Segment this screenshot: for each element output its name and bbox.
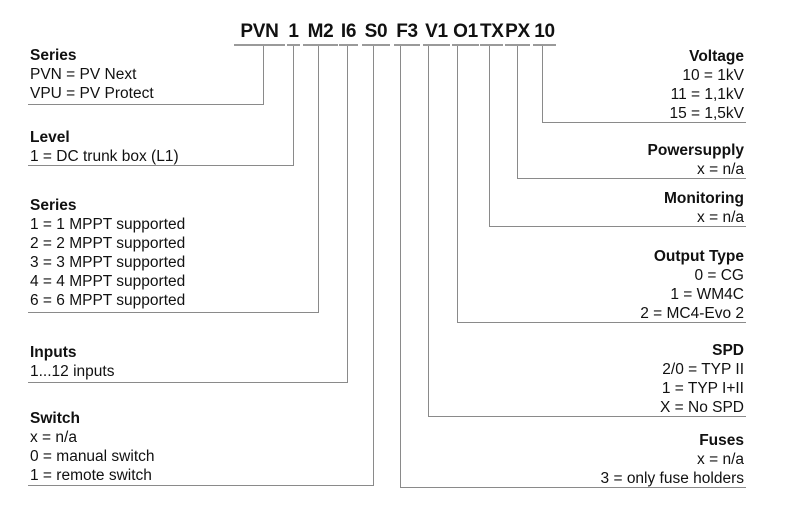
connector-level-line <box>293 46 294 166</box>
section-powersupply: Powersupply x = n/a <box>517 141 746 179</box>
connector-monitoring-line <box>489 46 490 227</box>
code-segment-mppt: M2 <box>303 20 338 46</box>
section-line: PVN = PV Next <box>30 66 137 83</box>
section-series-mppt-header: Series <box>30 197 77 214</box>
section-output-type: Output Type 0 = CG 1 = WM4C 2 = MC4-Evo … <box>457 247 746 323</box>
code-segment-output-type: O1 <box>452 20 479 46</box>
section-line: 1...12 inputs <box>30 363 115 380</box>
section-line: x = n/a <box>697 161 744 178</box>
section-switch: Switch x = n/a 0 = manual switch 1 = rem… <box>28 409 373 486</box>
section-fuses-header: Fuses <box>699 432 744 449</box>
section-line: 1 = remote switch <box>30 467 152 484</box>
code-segment-inputs: I6 <box>339 20 358 46</box>
code-segment-monitoring: TX <box>480 20 504 46</box>
section-line: 6 = 6 MPPT supported <box>30 292 186 309</box>
section-line: 1 = 1 MPPT supported <box>30 216 186 233</box>
section-level-header: Level <box>30 129 70 146</box>
connector-output-type-line <box>457 46 458 323</box>
section-line: 2/0 = TYP II <box>662 361 744 378</box>
section-inputs: Inputs 1...12 inputs <box>28 343 347 383</box>
connector-fuses-line <box>400 46 401 488</box>
section-line: 1 = WM4C <box>670 286 744 303</box>
code-segment-voltage: 10 <box>533 20 556 46</box>
section-line: 2 = MC4-Evo 2 <box>640 305 744 322</box>
section-monitoring: Monitoring x = n/a <box>489 189 746 227</box>
section-series-mppt: Series 1 = 1 MPPT supported 2 = 2 MPPT s… <box>28 196 318 313</box>
code-segment-series: PVN <box>234 20 285 46</box>
section-line: x = n/a <box>30 429 77 446</box>
section-spd-header: SPD <box>712 342 744 359</box>
section-inputs-header: Inputs <box>30 344 77 361</box>
section-output-type-header: Output Type <box>653 248 744 265</box>
section-line: VPU = PV Protect <box>30 85 154 102</box>
section-line: 3 = only fuse holders <box>600 470 744 487</box>
section-series: Series PVN = PV Next VPU = PV Protect <box>28 46 263 105</box>
code-segment-level: 1 <box>287 20 300 46</box>
section-line: 2 = 2 MPPT supported <box>30 235 186 252</box>
section-line: 0 = CG <box>694 267 744 284</box>
section-line: 1 = DC trunk box (L1) <box>30 148 179 165</box>
section-line: 11 = 1,1kV <box>670 86 744 103</box>
section-line: 3 = 3 MPPT supported <box>30 254 186 271</box>
section-spd: SPD 2/0 = TYP II 1 = TYP I+II X = No SPD <box>428 341 746 417</box>
section-voltage: Voltage 10 = 1kV 11 = 1,1kV 15 = 1,5kV <box>542 47 746 123</box>
section-level: Level 1 = DC trunk box (L1) <box>28 128 293 166</box>
connector-spd-line <box>428 46 429 417</box>
section-series-header: Series <box>30 47 77 64</box>
section-fuses: Fuses x = n/a 3 = only fuse holders <box>400 431 746 488</box>
section-voltage-header: Voltage <box>689 48 744 65</box>
connector-powersupply-line <box>517 46 518 179</box>
section-line: x = n/a <box>697 209 744 226</box>
section-line: X = No SPD <box>660 399 744 416</box>
section-line: 1 = TYP I+II <box>661 380 744 397</box>
section-powersupply-header: Powersupply <box>647 142 744 159</box>
connector-mppt-line <box>318 46 319 313</box>
section-line: 10 = 1kV <box>682 67 744 84</box>
connector-series-line <box>263 46 264 105</box>
code-segment-powersupply: PX <box>505 20 530 46</box>
connector-inputs-line <box>347 46 348 383</box>
section-switch-header: Switch <box>30 410 80 427</box>
connector-voltage-line <box>542 46 543 123</box>
section-line: 0 = manual switch <box>30 448 155 465</box>
section-line: x = n/a <box>697 451 744 468</box>
section-monitoring-header: Monitoring <box>663 190 744 207</box>
connector-switch-line <box>373 46 374 486</box>
code-segment-spd: V1 <box>423 20 450 46</box>
section-line: 15 = 1,5kV <box>669 105 744 122</box>
section-line: 4 = 4 MPPT supported <box>30 273 186 290</box>
code-segment-fuses: F3 <box>394 20 420 46</box>
code-segment-switch: S0 <box>362 20 390 46</box>
